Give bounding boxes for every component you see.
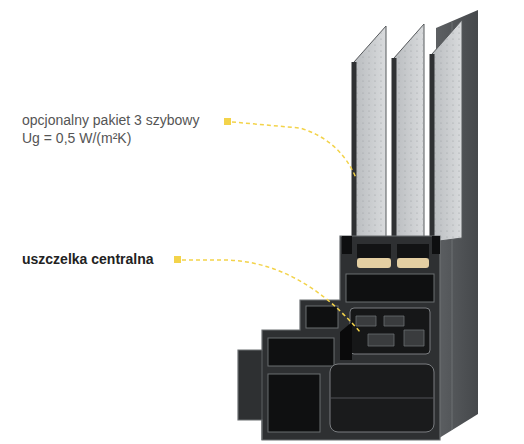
pane-edge	[392, 58, 397, 244]
glass-pane	[432, 20, 462, 242]
callout-marker	[174, 256, 181, 263]
profile-wall	[330, 398, 434, 399]
profile-chamber	[268, 338, 334, 366]
insulation-webs	[356, 316, 424, 346]
profile-chamber	[346, 274, 434, 302]
central-gasket	[340, 322, 352, 360]
glass-texture	[394, 24, 424, 242]
warm-edge-spacer	[357, 258, 391, 268]
warm-edge-spacer	[397, 258, 429, 268]
leader-line	[232, 122, 356, 178]
glazing-gasket	[342, 236, 352, 254]
pane-edge	[430, 54, 435, 244]
spacer-bar	[357, 244, 391, 258]
glass-panes	[354, 20, 462, 244]
profile-chamber	[268, 374, 320, 432]
glass-texture	[354, 26, 386, 242]
frame-insulation	[330, 364, 434, 432]
callout-label: Ug = 0,5 W/(m²K)	[22, 129, 131, 147]
glass-pane	[394, 24, 424, 242]
glass-pane	[354, 26, 386, 242]
leader-line	[182, 260, 360, 332]
thermal-insert	[350, 308, 430, 354]
spacer-bar	[397, 244, 429, 258]
callout-marker	[224, 118, 231, 125]
profile-wall	[262, 350, 263, 440]
profile-chamber	[306, 306, 338, 328]
glass-texture	[432, 20, 462, 242]
callout-label: uszczelka centralna	[22, 250, 154, 268]
callout-label: opcjonalny pakiet 3 szybowy	[22, 111, 199, 129]
glazing-gasket	[432, 236, 440, 254]
pane-edge	[352, 62, 357, 244]
